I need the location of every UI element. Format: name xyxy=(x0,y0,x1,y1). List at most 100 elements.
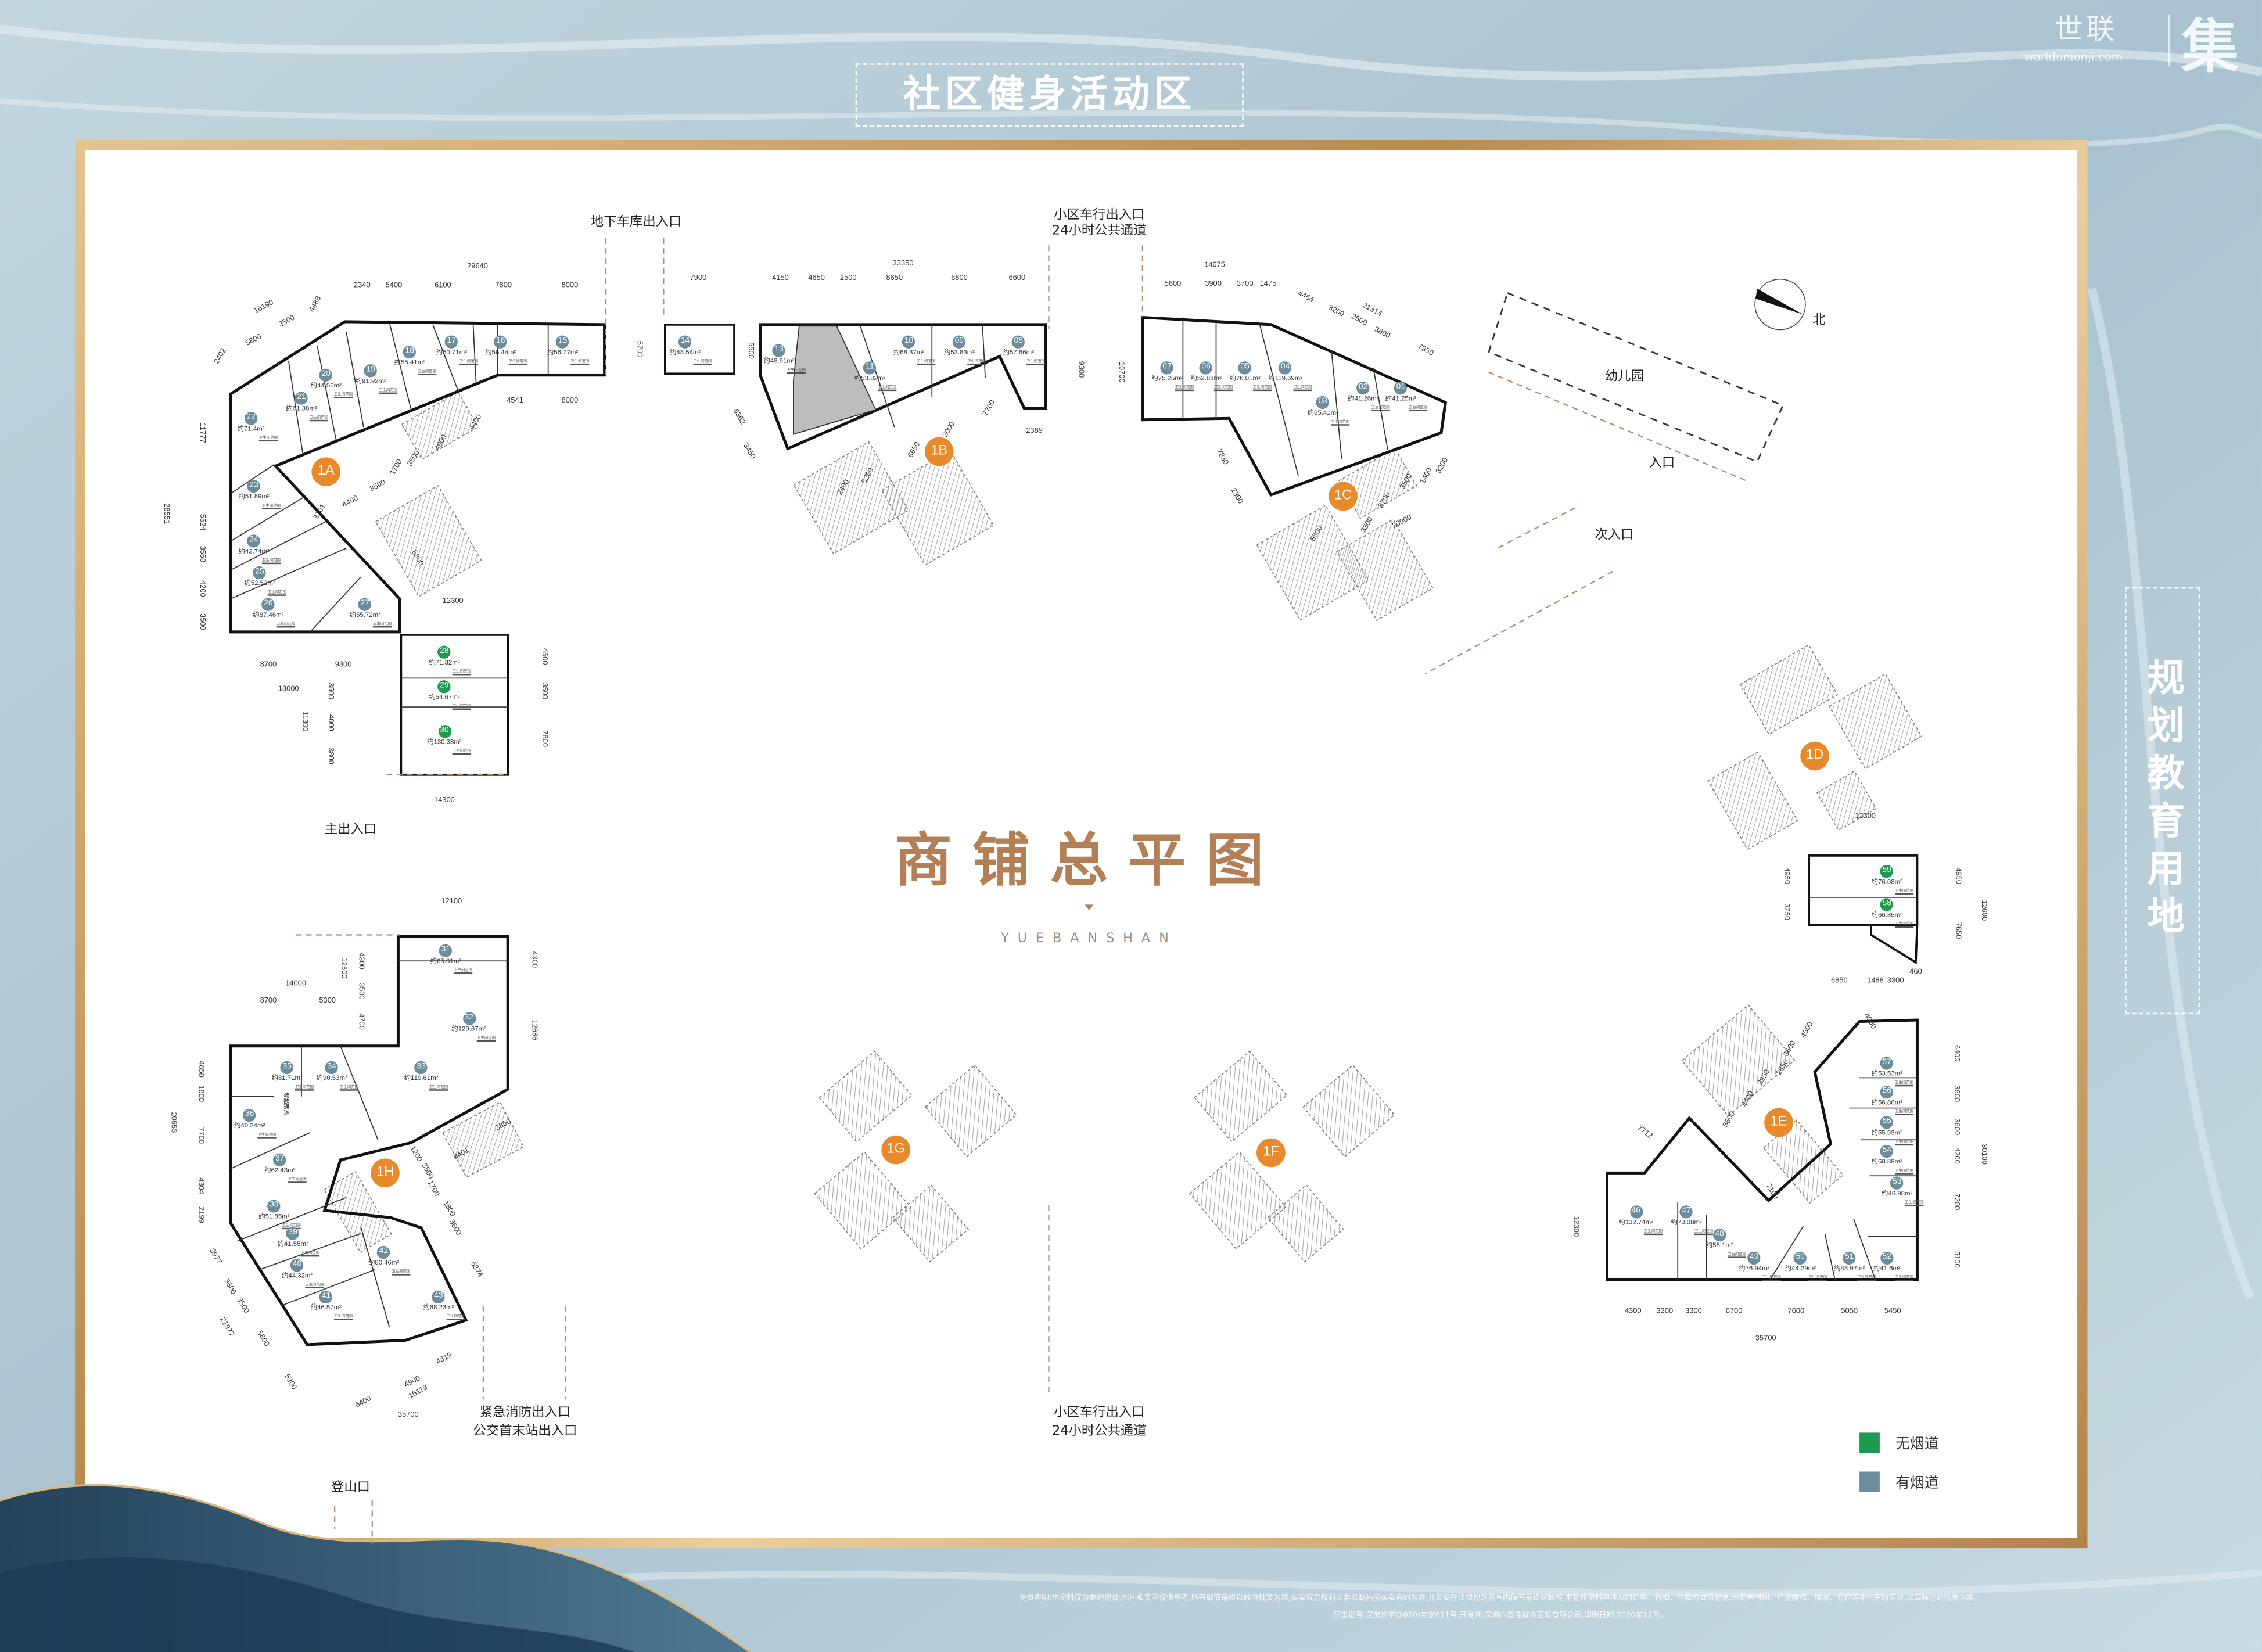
dimension-label: 3600 xyxy=(1952,1085,1961,1102)
site-label-fire-exit: 紧急消防出入口 xyxy=(479,1406,571,1421)
block-badge-1d: 1D xyxy=(1800,741,1829,771)
unit-number-badge: 55 xyxy=(1880,1116,1894,1129)
toilet-range-label: 卫生间范围 xyxy=(570,359,590,364)
dimension-label: 4650 xyxy=(196,1061,205,1078)
dimension-label: 7600 xyxy=(1787,1307,1805,1316)
toilet-range-label: 卫生间范围 xyxy=(459,359,479,364)
block-1d-outline xyxy=(1808,854,1919,926)
block-1a-outline xyxy=(229,320,606,634)
unit-area: 约42.74m² xyxy=(238,547,270,555)
dimension-label: 14000 xyxy=(285,979,307,989)
unit-area: 约91.92m² xyxy=(355,377,386,385)
toilet-range-label: 卫生间范围 xyxy=(333,392,353,397)
dimension-label: 6800 xyxy=(951,274,968,283)
toilet-range-label: 卫生间范围 xyxy=(257,1132,277,1137)
unit-area: 约68.23m² xyxy=(423,1303,454,1311)
block-badge-1a: 1A xyxy=(311,457,341,487)
dimension-label: 4000 xyxy=(326,714,335,731)
unit-number-badge: 48 xyxy=(1713,1228,1726,1242)
unit-area: 约80.46m² xyxy=(368,1259,400,1266)
wave-decoration xyxy=(0,1484,751,1652)
dimension-label: 3300 xyxy=(1685,1307,1702,1316)
dimension-label: 4200 xyxy=(1952,1147,1961,1164)
unit-area: 约41.55m² xyxy=(277,1240,308,1248)
unit-number-badge: 14 xyxy=(678,335,692,349)
dimension-label: 12600 xyxy=(1979,900,1988,921)
dimension-label: 4950 xyxy=(1953,867,1962,885)
toilet-range-label: 卫生间范围 xyxy=(372,622,392,626)
unit-area: 约70.08m² xyxy=(1671,1218,1702,1226)
unit-number-badge: 42 xyxy=(377,1245,390,1259)
unit-number-badge: 51 xyxy=(1843,1251,1856,1265)
unit-number-badge: 29 xyxy=(437,680,451,694)
residential-building-footprint xyxy=(1302,1064,1395,1158)
toilet-range-label: 卫生间范围 xyxy=(429,1084,448,1090)
toilet-range-label: 卫生间范围 xyxy=(261,503,281,508)
toilet-range-label: 卫生间范围 xyxy=(1808,1275,1827,1280)
toilet-range-label: 卫生间范围 xyxy=(309,415,328,420)
dimension-label: 2340 xyxy=(353,281,371,290)
dimension-label: 3600 xyxy=(1952,1118,1961,1136)
toilet-range-label: 卫生间范围 xyxy=(1894,889,1914,893)
dimension-label: 3500 xyxy=(539,683,548,700)
site-label-bus-exit: 公交首末站出入口 xyxy=(473,1424,577,1439)
dimension-label: 6850 xyxy=(1830,976,1848,986)
dimension-label: 6600 xyxy=(1008,274,1026,283)
dimension-label: 12500 xyxy=(339,957,348,979)
unit-number-badge: 47 xyxy=(1679,1205,1693,1219)
license-text: 预售证号:深房许字(2020)宝安011号,开发商:深圳市景佳城市更新有限公司,… xyxy=(1333,1611,1668,1621)
block-badge-1f: 1F xyxy=(1256,1138,1286,1168)
unit-area: 约68.37m² xyxy=(893,348,925,356)
dimension-label: 8000 xyxy=(561,281,579,290)
dimension-label: 4300 xyxy=(1624,1307,1642,1316)
unit-number-badge: 59 xyxy=(1880,865,1894,878)
unit-number-badge: 49 xyxy=(1747,1251,1761,1265)
unit-number-badge: 30 xyxy=(437,725,451,738)
dimension-label: 4700 xyxy=(356,1013,365,1030)
toilet-range-label: 卫生间范围 xyxy=(1762,1275,1781,1280)
block-1b-outline xyxy=(759,323,1047,451)
unit-area: 约76.01m² xyxy=(1229,374,1261,382)
unit-number-badge: 50 xyxy=(1794,1251,1807,1265)
unit-area: 约46.98m² xyxy=(1882,1189,1913,1197)
unit-number-badge: 19 xyxy=(364,364,378,378)
dimension-label: 7650 xyxy=(1953,922,1962,939)
dimension-label: 7800 xyxy=(539,730,548,748)
unit-number-badge: 04 xyxy=(1279,361,1292,375)
dimension-label: 8700 xyxy=(260,660,277,670)
unit-area: 约71.4m² xyxy=(237,425,265,432)
dimension-label: 5050 xyxy=(1841,1307,1858,1316)
dimension-label: 7900 xyxy=(690,274,707,283)
unit-area: 约55.72m² xyxy=(349,610,380,619)
block-badge-1h: 1H xyxy=(371,1158,400,1188)
unit-number-badge: 43 xyxy=(432,1290,446,1304)
unit-area: 约68.89m² xyxy=(1871,1158,1902,1165)
unit-number-badge: 41 xyxy=(319,1290,333,1304)
dimension-label: 12100 xyxy=(441,897,462,906)
unit-area: 约119.69m² xyxy=(1268,374,1303,382)
unit-number-badge: 21 xyxy=(295,392,308,405)
site-label-vehicle-bottom-1: 小区车行出入口 xyxy=(1054,1406,1145,1421)
dimension-label: 2199 xyxy=(196,1206,205,1223)
unit-number-badge: 28 xyxy=(437,645,451,659)
toilet-range-label: 卫生间范围 xyxy=(1905,1200,1924,1205)
site-label-north: 北 xyxy=(1812,314,1826,329)
dimension-label: 3900 xyxy=(1205,279,1222,289)
toilet-range-label: 卫生间范围 xyxy=(1894,1140,1914,1144)
dimension-label: 4950 xyxy=(1781,867,1790,885)
unit-number-badge: 46 xyxy=(1629,1205,1643,1219)
unit-area: 约90.53m² xyxy=(316,1074,347,1082)
dimension-label: 12300 xyxy=(1571,1216,1580,1237)
toilet-range-label: 卫生间范围 xyxy=(333,1314,353,1319)
unit-area: 约56.77m² xyxy=(547,348,579,356)
dimension-label: 4200 xyxy=(198,580,207,597)
